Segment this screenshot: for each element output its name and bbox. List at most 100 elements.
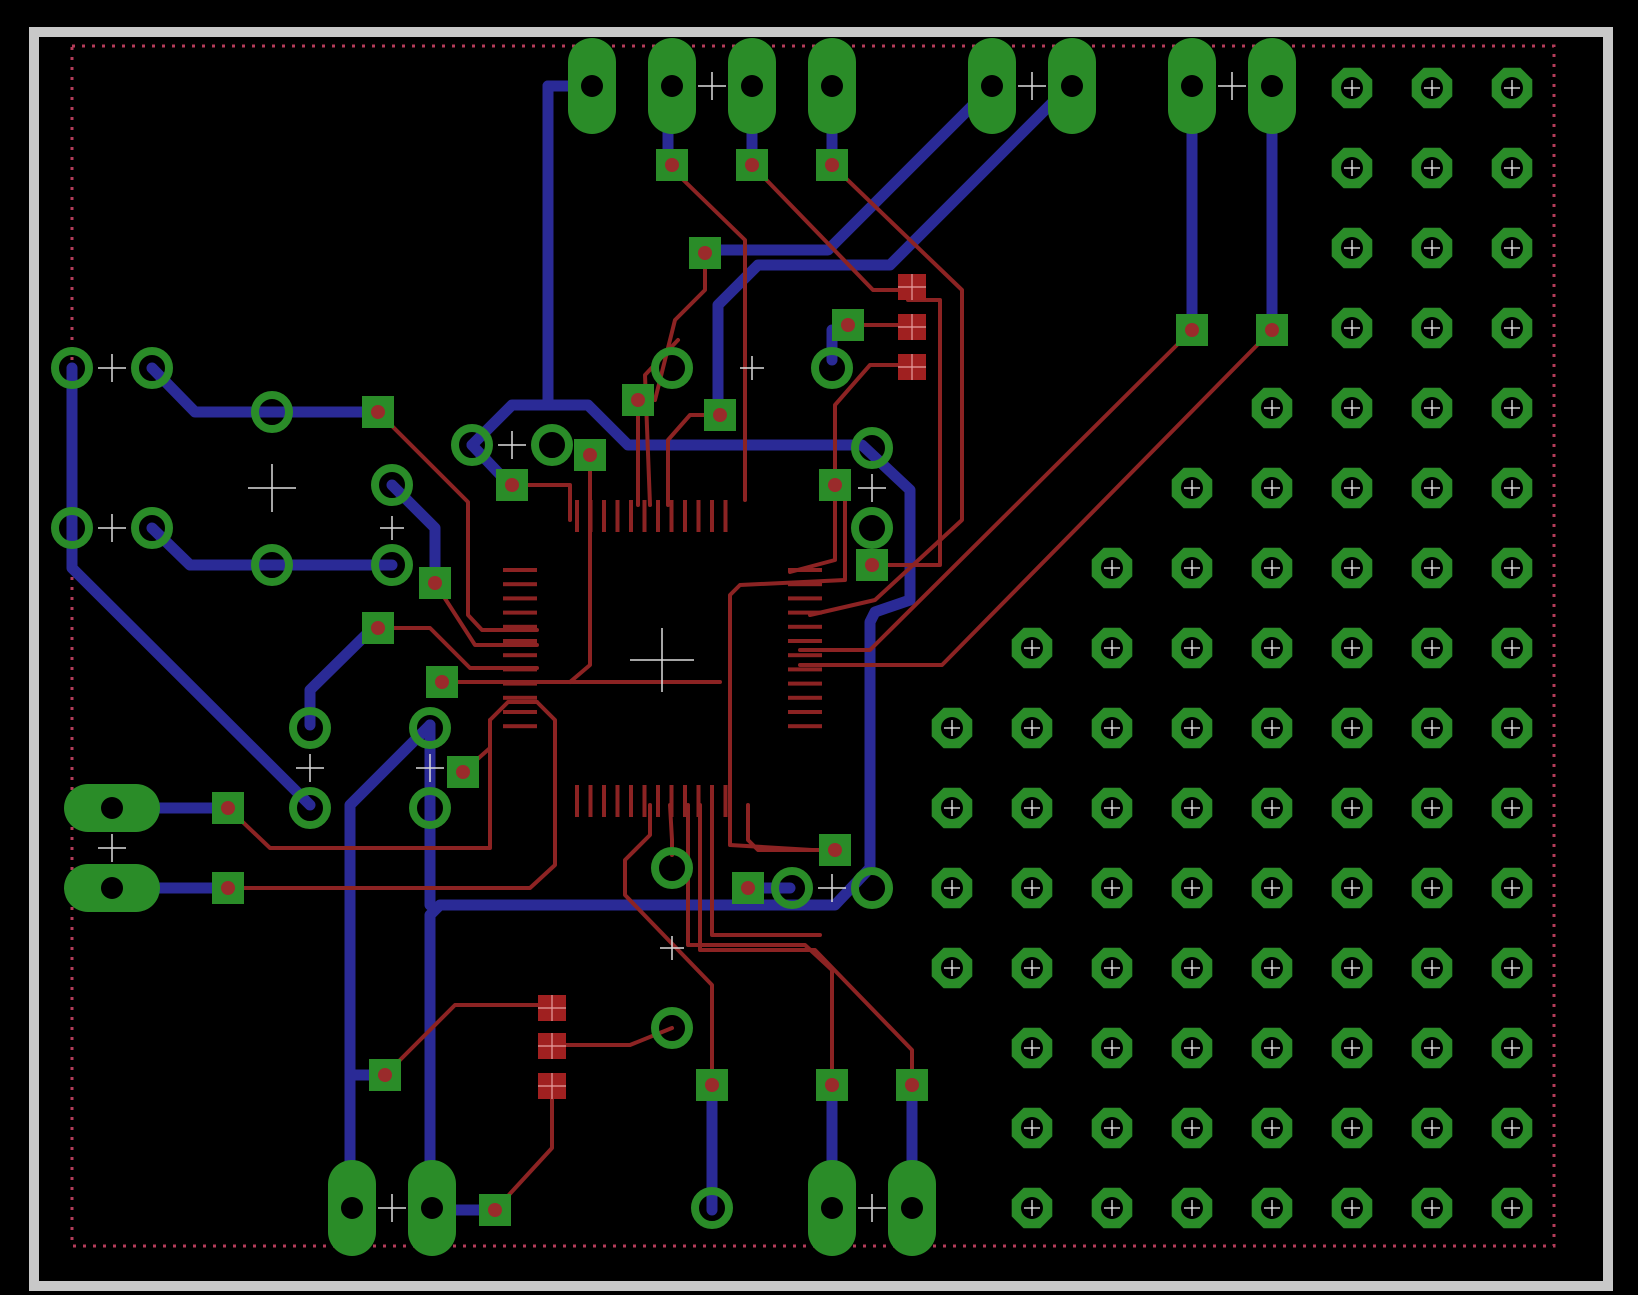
top-trace <box>710 803 822 937</box>
top-trace <box>383 1003 554 1077</box>
grid-pad <box>1491 67 1533 109</box>
round-pad <box>131 507 173 549</box>
ic-pin <box>656 785 660 817</box>
grid-pad <box>1331 867 1373 909</box>
grid-pad <box>1171 1107 1213 1149</box>
top-trace <box>798 328 1194 652</box>
grid-pad <box>1411 307 1453 349</box>
ic-pin <box>656 500 660 532</box>
connector-pad <box>1248 38 1296 134</box>
ic-pin <box>683 500 687 532</box>
connector-pad <box>328 1160 376 1256</box>
top-trace <box>623 803 714 1087</box>
top-trace <box>493 1083 554 1212</box>
grid-pad <box>1091 1107 1133 1149</box>
round-pad <box>409 787 451 829</box>
via <box>362 612 394 644</box>
grid-pad <box>1411 627 1453 669</box>
via <box>856 549 888 581</box>
ic-pin <box>788 639 822 643</box>
grid-pad <box>1411 67 1453 109</box>
connector-pad <box>648 38 696 134</box>
grid-pad <box>1411 227 1453 269</box>
ic-pin <box>575 785 579 817</box>
grid-pad <box>1491 147 1533 189</box>
via <box>736 149 768 181</box>
round-pad <box>531 424 573 466</box>
ic-pin <box>723 785 728 817</box>
origin-cross <box>98 514 126 542</box>
ic-pin <box>629 500 633 532</box>
grid-pad <box>1011 787 1053 829</box>
round-pad <box>651 847 693 889</box>
ic-pin <box>503 681 537 686</box>
grid-pad <box>1171 627 1213 669</box>
grid-pad <box>1331 1187 1373 1229</box>
ic-pin <box>710 500 714 532</box>
ic-pin <box>615 785 620 817</box>
grid-pad <box>1091 867 1133 909</box>
via <box>362 396 394 428</box>
ic-pin <box>503 724 537 729</box>
ic-pin <box>710 785 714 817</box>
grid-pad <box>1491 947 1533 989</box>
grid-pad <box>1491 867 1533 909</box>
grid-pad <box>1491 467 1533 509</box>
top-trace <box>433 581 539 647</box>
grid-pad <box>1331 467 1373 509</box>
ic-pin <box>696 500 701 532</box>
round-pad <box>371 464 413 506</box>
origin-cross <box>378 1194 406 1222</box>
round-pad <box>371 544 413 586</box>
grid-pad <box>1251 947 1293 989</box>
grid-pad <box>931 707 973 749</box>
small-smd-pads <box>538 274 926 1099</box>
grid-pad <box>1251 707 1293 749</box>
origin-cross <box>248 464 296 512</box>
ic-pin <box>503 667 537 672</box>
via <box>656 149 688 181</box>
origin-cross <box>296 754 324 782</box>
origin-cross <box>416 754 444 782</box>
grid-pad <box>1491 387 1533 429</box>
origin-cross <box>740 356 764 380</box>
connector-pad <box>568 38 616 134</box>
ic-pin <box>683 785 687 817</box>
via <box>447 756 479 788</box>
grid-pad <box>1091 547 1133 589</box>
grid-pad <box>1411 787 1453 829</box>
round-pad <box>851 507 893 549</box>
grid-pad <box>1411 467 1453 509</box>
grid-pad <box>1171 947 1213 989</box>
top-trace <box>798 328 1274 667</box>
ic-pin <box>788 624 822 629</box>
grid-pad <box>931 947 973 989</box>
ic-pin <box>669 500 674 532</box>
via <box>816 1069 848 1101</box>
ic-pin <box>723 500 728 532</box>
grid-pad <box>1171 467 1213 509</box>
via <box>689 237 721 269</box>
ic-pin <box>788 710 822 714</box>
origin-cross <box>380 516 404 540</box>
round-pad <box>289 707 331 749</box>
ic-pin <box>503 624 537 629</box>
smd-pad <box>898 274 926 300</box>
grid-pad <box>1411 147 1453 189</box>
grid-pad <box>1091 1187 1133 1229</box>
top-trace <box>226 700 539 850</box>
board-outline <box>29 27 1613 1291</box>
via <box>496 469 528 501</box>
grid-pad <box>1171 547 1213 589</box>
grid-pad <box>1411 1187 1453 1229</box>
round-pad <box>851 867 893 909</box>
top-trace <box>666 163 747 502</box>
via <box>369 1059 401 1091</box>
ic-pin <box>503 568 537 572</box>
ic-pin <box>503 653 537 658</box>
connector-pad <box>728 38 776 134</box>
via <box>819 469 851 501</box>
bottom-trace <box>424 399 916 1216</box>
round-pad <box>691 1187 733 1229</box>
origin-cross <box>660 936 684 960</box>
